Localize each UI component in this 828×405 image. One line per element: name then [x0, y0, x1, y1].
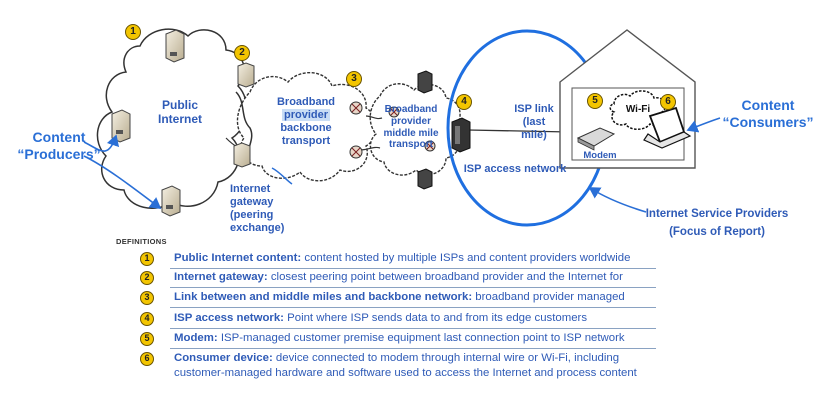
broadband-backbone-label: Broadband provider backbone transport — [270, 96, 342, 148]
isp-providers-label: Internet Service Providers (Focus of Rep… — [632, 208, 802, 239]
isp-access-network-label: ISP access network — [460, 163, 570, 176]
public-internet-text: Public Internet — [157, 98, 202, 127]
middle-mile-line4: transport — [389, 139, 433, 151]
server-icon — [111, 109, 131, 143]
definition-text: device connected to modem through intern… — [174, 352, 637, 379]
server-icon — [237, 62, 255, 88]
content-consumers-label: Content “Consumers” — [720, 97, 816, 130]
isp-link-line3: mile) — [521, 128, 547, 141]
definition-divider — [170, 268, 656, 269]
broadband-backbone-line1: Broadband — [276, 96, 336, 108]
middle-mile-line3: middle mile — [383, 127, 439, 139]
definition-number-icon: 4 — [140, 312, 154, 326]
isp-link-label: ISP link (last mile) — [510, 103, 558, 142]
marker-3: 3 — [346, 71, 362, 87]
modem-text: Modem — [583, 150, 617, 161]
router-icon — [388, 106, 400, 118]
isp-providers-line1: Internet Service Providers — [645, 208, 789, 220]
server-icon — [165, 29, 185, 63]
broadband-backbone-line2: provider — [281, 108, 330, 121]
isp-server-icon — [451, 117, 471, 153]
internet-gateway-line3: (peering — [230, 208, 274, 221]
middle-mile-line2: provider — [390, 115, 431, 127]
broadband-backbone-line3: backbone — [280, 121, 332, 134]
public-internet-label: Public Internet — [148, 98, 212, 126]
isp-access-network-text: ISP access network — [463, 163, 567, 175]
broadband-backbone-line4: transport — [281, 134, 331, 147]
content-producers-label: Content “Producers” — [16, 129, 102, 162]
definition-term: Internet gateway: — [174, 271, 268, 283]
server-icon — [417, 168, 433, 190]
marker-2: 2 — [234, 45, 250, 61]
definition-number-icon: 1 — [140, 252, 154, 266]
definition-term: Modem: — [174, 332, 218, 344]
definition-divider — [170, 348, 656, 349]
definition-text: closest peering point between broadband … — [267, 271, 623, 283]
marker-1: 1 — [125, 24, 141, 40]
isp-providers-line2: (Focus of Report) — [669, 225, 765, 238]
isp-link-line2: (last — [522, 115, 546, 128]
definition-divider — [170, 328, 656, 329]
content-producers-line1: Content — [32, 129, 86, 145]
router-icon — [349, 101, 363, 115]
definition-divider — [170, 287, 656, 288]
definition-text: Point where ISP sends data to and from i… — [283, 312, 588, 324]
content-producers-line2: “Producers” — [17, 145, 101, 162]
definition-number-icon: 5 — [140, 332, 154, 346]
definition-text: content hosted by multiple ISPs and cont… — [301, 252, 631, 264]
definitions-heading: DEFINITIONS — [116, 237, 167, 246]
modem-icon — [576, 127, 616, 151]
internet-gateway-line4: exchange) — [230, 221, 285, 234]
content-consumers-line1: Content — [741, 97, 795, 113]
wifi-label: Wi-Fi — [616, 104, 660, 116]
definition-text: ISP-managed customer premise equipment l… — [217, 332, 625, 344]
server-icon — [161, 185, 181, 217]
public-internet-cloud-icon — [96, 28, 248, 209]
internet-gateway-line2: gateway — [230, 195, 274, 208]
marker-6: 6 — [660, 94, 676, 110]
laptop-icon — [643, 106, 692, 149]
definition-text: broadband provider managed — [472, 291, 625, 303]
isp-link-line1: ISP link — [514, 103, 554, 115]
router-icon — [424, 140, 436, 152]
server-icon — [417, 70, 433, 94]
marker-5: 5 — [587, 93, 603, 109]
definition-number-icon: 3 — [140, 291, 154, 305]
internet-gateway-label: Internet gateway (peering exchange) — [230, 183, 286, 235]
definition-divider — [170, 307, 656, 308]
definition-term: Consumer device: — [174, 352, 273, 364]
definition-term: ISP access network: — [174, 312, 284, 324]
internet-gateway-line1: Internet — [230, 183, 271, 195]
router-icon — [349, 145, 363, 159]
modem-label: Modem — [578, 150, 622, 161]
marker-4: 4 — [456, 94, 472, 110]
definition-number-icon: 2 — [140, 271, 154, 285]
wifi-text: Wi-Fi — [625, 104, 651, 115]
server-icon — [233, 142, 251, 168]
definition-number-icon: 6 — [140, 352, 154, 366]
middle-mile-label: Broadband provider middle mile transport — [375, 104, 447, 151]
definition-term: Link between and middle miles and backbo… — [174, 291, 473, 303]
middle-mile-line1: Broadband — [384, 104, 438, 115]
content-consumers-line2: “Consumers” — [722, 113, 814, 130]
definition-term: Public Internet content: — [174, 252, 302, 264]
